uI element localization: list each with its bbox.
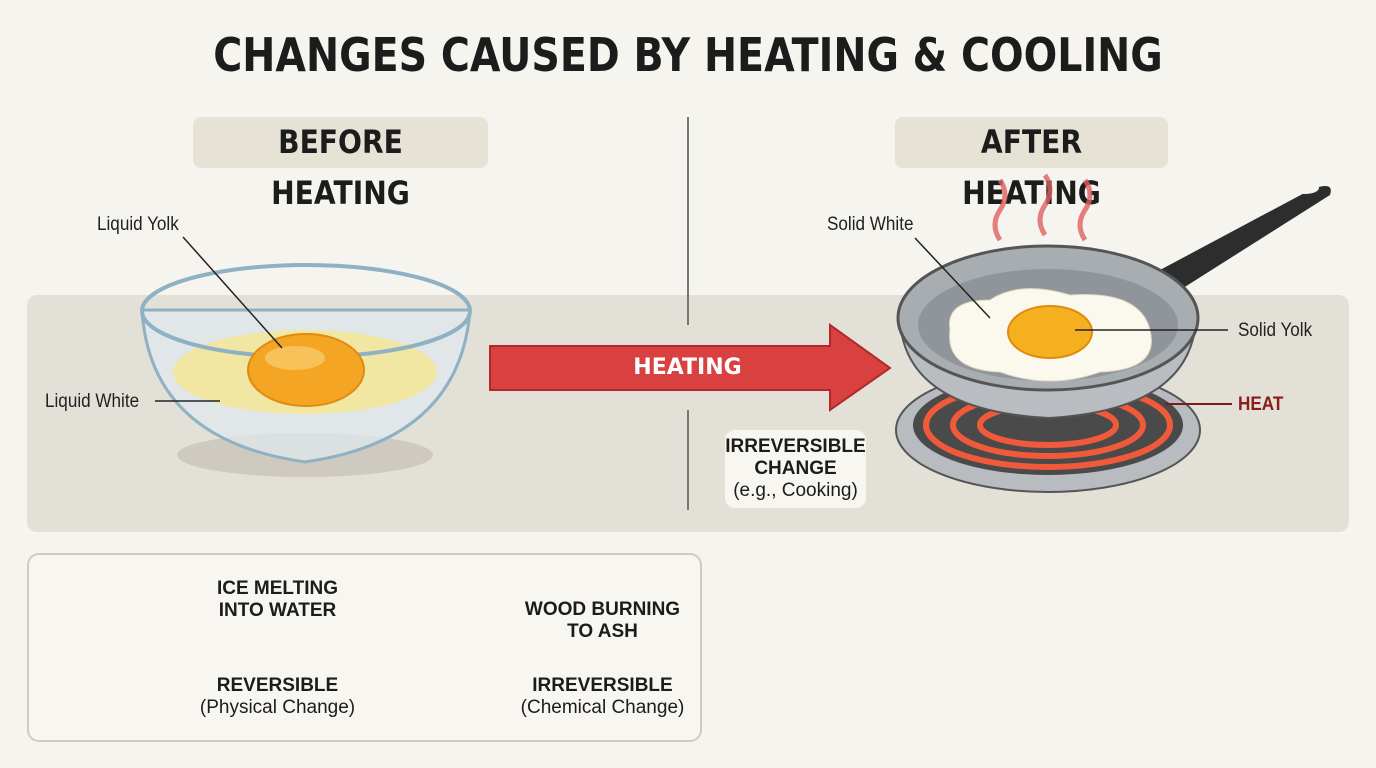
liquid-yolk-label: Liquid Yolk [97, 214, 179, 235]
note-line3: (e.g., Cooking) [733, 480, 858, 501]
heating-arrow [489, 323, 892, 412]
note-line2: CHANGE [754, 458, 837, 479]
page-title: CHANGES CAUSED BY HEATING & COOLING [213, 28, 1163, 82]
solid-white-label: Solid White [827, 214, 914, 235]
heat-label: HEAT [1238, 394, 1284, 415]
reversible-label: REVERSIBLE(Physical Change) [199, 675, 356, 718]
irreversible-change-note: IRREVERSIBLE CHANGE (e.g., Cooking) [725, 430, 866, 508]
note-line1: IRREVERSIBLE [725, 436, 866, 457]
before-heading: BEFORE HEATING [193, 117, 488, 212]
after-heading: AFTER HEATING [895, 117, 1168, 212]
irreversible-label: IRREVERSIBLE(Chemical Change) [520, 675, 685, 718]
solid-yolk-label: Solid Yolk [1238, 320, 1313, 341]
liquid-white-label: Liquid White [45, 391, 140, 412]
heating-arrow-label: HEATING [633, 355, 742, 380]
examples-box [27, 553, 702, 742]
bowl-with-raw-egg-icon [140, 263, 472, 477]
frying-pan-with-fried-egg-icon [896, 173, 1331, 420]
